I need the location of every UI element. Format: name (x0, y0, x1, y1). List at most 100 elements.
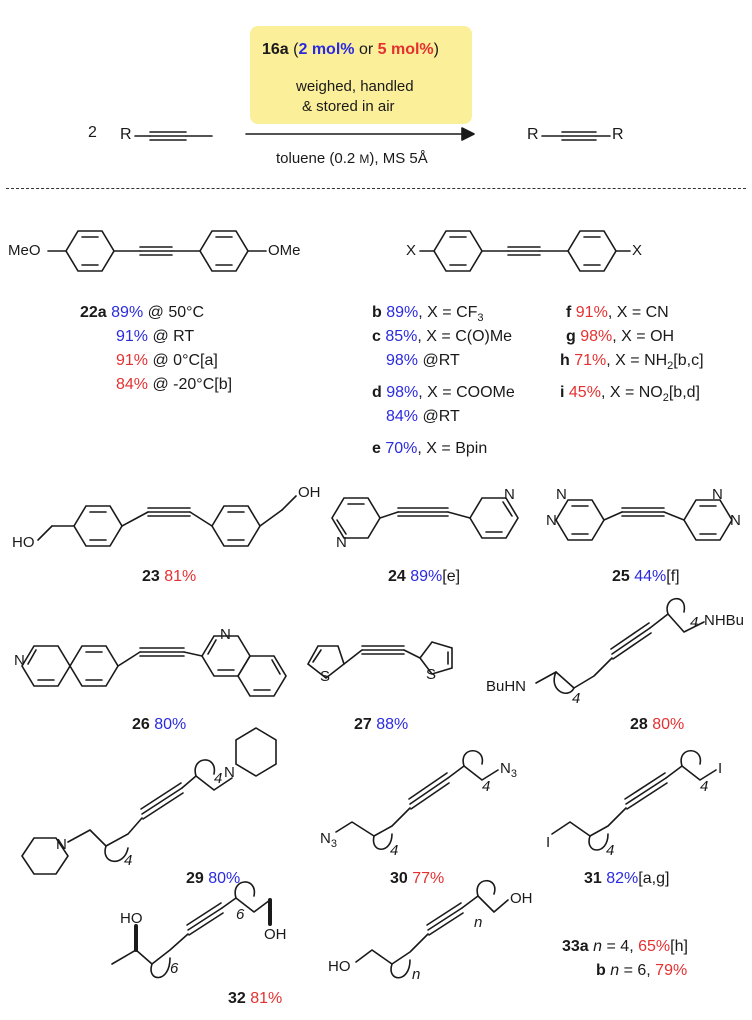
c25-yield: 25 44%[f] (612, 568, 680, 585)
c33-atom-left: HO (328, 958, 351, 975)
loading-high: 5 mol% (377, 41, 434, 58)
c27-s-left: S (320, 668, 331, 685)
structure-25 (555, 499, 733, 541)
c22-atom-left: MeO (8, 242, 41, 259)
c24-n-left: N (336, 534, 347, 551)
c29-yield: 29 80% (186, 870, 241, 887)
c29-n-lower: 4 (124, 852, 133, 869)
c33-row-1: b n = 6, 79% (596, 962, 688, 979)
cx-atom-right: X (632, 242, 643, 259)
c29-n-left: N (56, 836, 67, 853)
structure-23 (37, 495, 297, 547)
note-line-2: & stored in air (302, 98, 395, 115)
c23-yield: 23 81% (142, 568, 197, 585)
structure-32 (111, 881, 272, 979)
note-line-1: weighed, handled (296, 78, 414, 95)
c32-ho: HO (120, 910, 143, 927)
conditions-post: ), MS 5Å (369, 150, 428, 167)
c25-n-3: N (712, 486, 723, 503)
conditions-pre: toluene (0.2 (276, 150, 360, 167)
loading-or: or (354, 41, 378, 58)
c30-atom-right: N3 (500, 760, 517, 780)
c31-atom-left: I (546, 834, 551, 851)
conditions-unit: M (359, 152, 370, 166)
c33-n-lower: n (412, 966, 421, 983)
conditions-line: toluene (0.2 M), MS 5Å (276, 150, 428, 168)
c22-row-3: 84% @ -20°C[b] (116, 376, 233, 393)
structure-29 (21, 727, 277, 875)
section-divider (6, 188, 746, 189)
cx-atom-left: X (406, 242, 417, 259)
catalyst-close: ) (433, 41, 439, 58)
cx-right-row-3: i 45%, X = NO2[b,d] (560, 384, 700, 405)
product-r-left: R (527, 126, 539, 143)
c25-n-1: N (556, 486, 567, 503)
c22-row-1: 91% @ RT (116, 328, 195, 345)
c29-n-right: N (224, 764, 235, 781)
c28-n-lower: 4 (572, 690, 581, 707)
c30-atom-left: N3 (320, 830, 337, 850)
c23-atom-right: OH (298, 484, 321, 501)
c22-row-2: 91% @ 0°C[a] (116, 352, 218, 369)
c25-n-2: N (546, 512, 557, 529)
c31-yield: 31 82%[a,g] (584, 870, 670, 887)
c33-atom-right: OH (510, 890, 533, 907)
catalyst-name: 16a (262, 41, 289, 58)
catalyst-condition-box (250, 26, 472, 124)
structure-33 (355, 880, 509, 979)
c32-oh: OH (264, 926, 287, 943)
c28-atom-right: NHBu (704, 612, 745, 629)
c28-yield: 28 80% (630, 716, 685, 733)
c29-n-upper: 4 (214, 770, 223, 787)
cx-left-row-4: 84% @RT (386, 408, 460, 425)
coefficient: 2 (88, 124, 97, 141)
product-structure (541, 131, 611, 141)
c31-n-upper: 4 (700, 778, 709, 795)
c27-yield: 27 88% (354, 716, 409, 733)
c32-n-lower: 6 (170, 960, 179, 977)
cx-left-row-0: b 89%, X = CF3 (372, 304, 484, 325)
cx-right-row-0: f 91%, X = CN (566, 304, 669, 321)
cx-left-row-1: c 85%, X = C(O)Me (372, 328, 513, 345)
c30-n-lower: 4 (390, 842, 399, 859)
cx-left-row-3: d 98%, X = COOMe (372, 384, 515, 401)
cx-left-row-2: 98% @RT (386, 352, 460, 369)
c23-atom-left: HO (12, 534, 35, 551)
structure-30 (335, 750, 499, 851)
c31-n-lower: 4 (606, 842, 615, 859)
c26-yield: 26 80% (132, 716, 187, 733)
structure-22 (47, 230, 267, 272)
cx-left-row-5: e 70%, X = Bpin (372, 440, 488, 457)
c24-yield: 24 89%[e] (388, 568, 461, 585)
c32-yield: 32 81% (228, 990, 283, 1007)
c30-n-upper: 4 (482, 778, 491, 795)
c30-yield: 30 77% (390, 870, 445, 887)
catalyst-open: ( (288, 41, 299, 58)
structure-26 (21, 635, 287, 697)
c25-n-4: N (730, 512, 741, 529)
c33-row-0: 33a n = 4, 65%[h] (562, 938, 688, 955)
c22-row-0: 22a 89% @ 50°C (80, 304, 205, 321)
substrate-r: R (120, 126, 132, 143)
c26-n-left: N (14, 652, 25, 669)
cx-right-row-2: h 71%, X = NH2[b,c] (560, 352, 704, 373)
c24-n-right: N (504, 486, 515, 503)
catalyst-line: 16a (2 mol% or 5 mol%) (262, 41, 439, 59)
substrate-structure (134, 131, 213, 141)
reaction-arrow (245, 127, 475, 141)
c28-n-upper: 4 (690, 614, 699, 631)
cx-right-row-1: g 98%, X = OH (566, 328, 675, 345)
structure-x-series (419, 230, 631, 272)
c28-atom-left: BuHN (486, 678, 527, 695)
structure-27 (306, 641, 453, 680)
c22-atom-right: OMe (268, 242, 301, 259)
structure-24 (331, 497, 519, 539)
loading-low: 2 mol% (298, 41, 355, 58)
c32-n-upper: 6 (236, 906, 245, 923)
c31-atom-right: I (718, 760, 723, 777)
product-r-right: R (612, 126, 624, 143)
structure-31 (551, 750, 717, 851)
structure-28 (535, 597, 705, 694)
c33-n-upper: n (474, 914, 483, 931)
